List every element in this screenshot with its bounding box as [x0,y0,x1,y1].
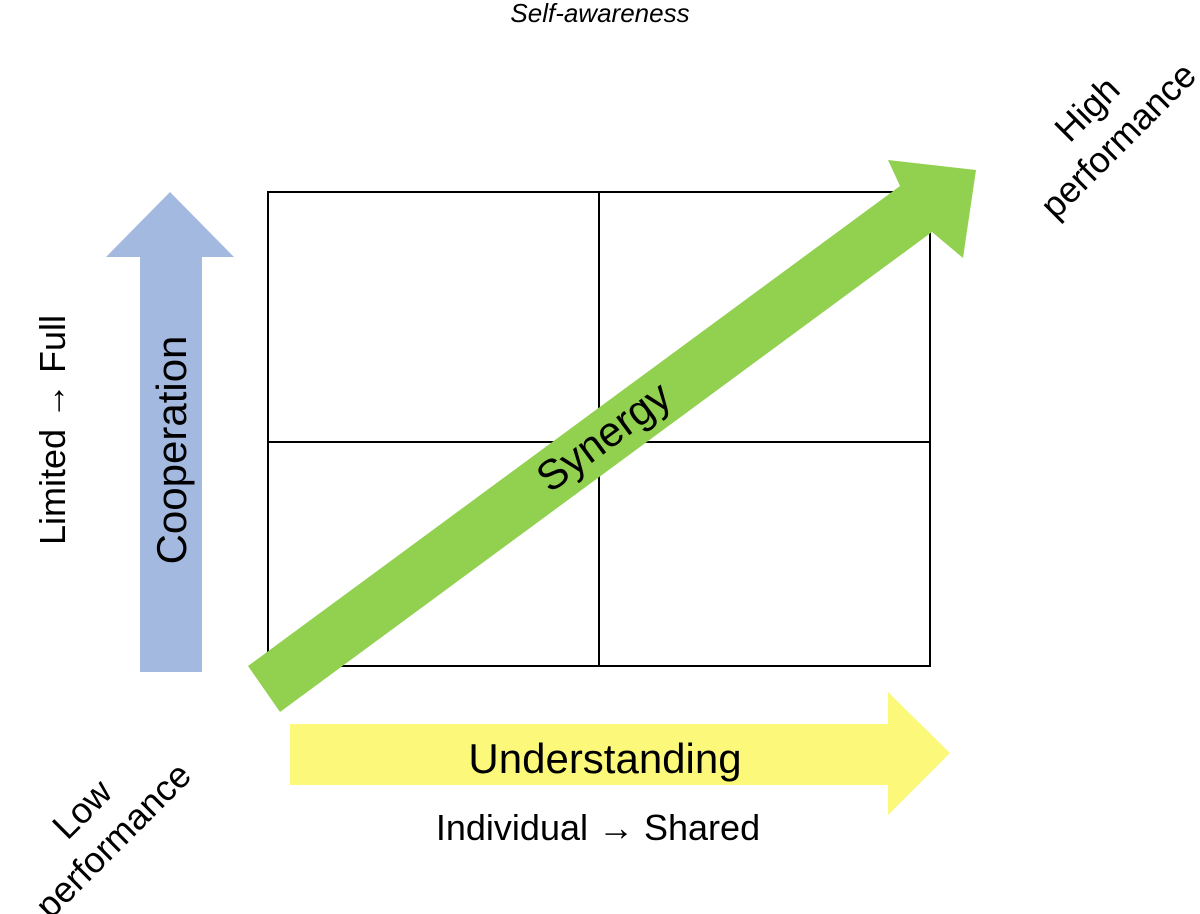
understanding-range-label: Individual → Shared [436,807,760,848]
synergy-label: Synergy [527,372,679,501]
diagram-title: Self-awareness [510,0,689,28]
low-performance-line2: performance [27,754,199,914]
synergy-arrow [248,160,976,712]
understanding-arrow [290,692,950,815]
understanding-label: Understanding [468,735,741,782]
high-performance-label: High performance [1032,54,1200,226]
low-performance-label: Low performance [27,754,199,914]
cooperation-arrow [106,192,234,672]
cooperation-range-label: Limited → Full [32,315,73,545]
cooperation-label: Cooperation [148,336,195,565]
high-performance-line2: performance [1032,54,1200,226]
